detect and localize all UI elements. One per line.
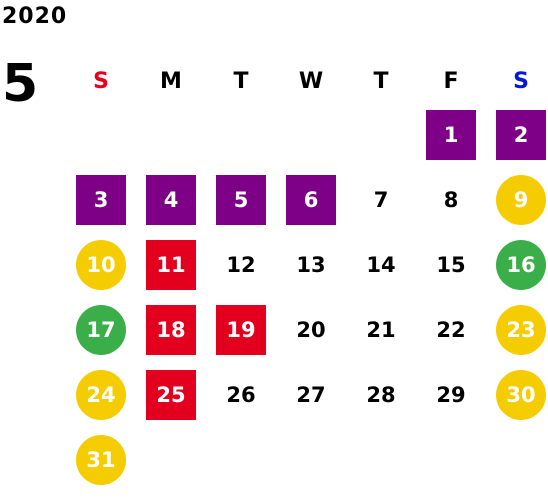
day-cell[interactable]: 27 [276, 362, 346, 427]
day-number: 10 [76, 239, 126, 290]
empty-day-cell [66, 102, 136, 167]
day-number: 15 [436, 252, 466, 277]
day-cell[interactable]: 30 [486, 362, 548, 427]
day-number: 25 [146, 369, 196, 420]
weekday-header: S [93, 68, 109, 94]
day-number: 20 [296, 317, 326, 342]
weekday-header: S [513, 68, 529, 94]
day-number: 18 [146, 304, 196, 355]
day-cell[interactable]: 12 [206, 232, 276, 297]
day-number: 31 [76, 434, 126, 485]
day-number: 9 [496, 174, 546, 225]
day-number: 14 [366, 252, 396, 277]
day-cell[interactable]: 31 [66, 427, 136, 492]
day-number: 24 [76, 369, 126, 420]
day-cell[interactable]: 21 [346, 297, 416, 362]
weekday-header: M [160, 68, 182, 94]
weekday-header: F [443, 68, 459, 94]
day-cell[interactable]: 14 [346, 232, 416, 297]
empty-day-cell [136, 102, 206, 167]
year-label: 2020 [2, 4, 68, 29]
day-cell[interactable]: 23 [486, 297, 548, 362]
day-cell[interactable]: 20 [276, 297, 346, 362]
weekday-header: T [233, 68, 249, 94]
day-number: 26 [226, 382, 256, 407]
day-cell[interactable]: 25 [136, 362, 206, 427]
day-cell[interactable]: 10 [66, 232, 136, 297]
empty-day-cell [276, 102, 346, 167]
day-cell[interactable]: 16 [486, 232, 548, 297]
day-number: 7 [373, 187, 389, 212]
day-number: 16 [496, 239, 546, 290]
weekday-header: T [373, 68, 389, 94]
day-number: 3 [76, 174, 126, 225]
day-cell[interactable]: 6 [276, 167, 346, 232]
day-cell[interactable]: 17 [66, 297, 136, 362]
day-cell[interactable]: 4 [136, 167, 206, 232]
day-cell[interactable]: 9 [486, 167, 548, 232]
day-number: 12 [226, 252, 256, 277]
day-number: 29 [436, 382, 466, 407]
day-number: 19 [216, 304, 266, 355]
day-cell[interactable]: 18 [136, 297, 206, 362]
day-number: 11 [146, 239, 196, 290]
day-cell[interactable]: 15 [416, 232, 486, 297]
empty-day-cell [346, 102, 416, 167]
day-number: 22 [436, 317, 466, 342]
day-number: 8 [443, 187, 459, 212]
day-cell[interactable]: 11 [136, 232, 206, 297]
day-number: 30 [496, 369, 546, 420]
day-cell[interactable]: 24 [66, 362, 136, 427]
day-number: 23 [496, 304, 546, 355]
day-number: 27 [296, 382, 326, 407]
day-cell[interactable]: 2 [486, 102, 548, 167]
day-number: 6 [286, 174, 336, 225]
day-cell[interactable]: 3 [66, 167, 136, 232]
day-number: 1 [426, 109, 476, 160]
day-cell[interactable]: 1 [416, 102, 486, 167]
day-number: 28 [366, 382, 396, 407]
day-cell[interactable]: 22 [416, 297, 486, 362]
day-number: 17 [76, 304, 126, 355]
day-cell[interactable]: 13 [276, 232, 346, 297]
weekday-header: W [298, 68, 324, 94]
day-cell[interactable]: 7 [346, 167, 416, 232]
day-cell[interactable]: 28 [346, 362, 416, 427]
day-number: 4 [146, 174, 196, 225]
day-cell[interactable]: 8 [416, 167, 486, 232]
day-cell[interactable]: 19 [206, 297, 276, 362]
day-number: 21 [366, 317, 396, 342]
month-label: 5 [2, 54, 39, 114]
day-number: 5 [216, 174, 266, 225]
day-cell[interactable]: 26 [206, 362, 276, 427]
day-cell[interactable]: 5 [206, 167, 276, 232]
day-number: 13 [296, 252, 326, 277]
day-number: 2 [496, 109, 546, 160]
empty-day-cell [206, 102, 276, 167]
day-cell[interactable]: 29 [416, 362, 486, 427]
